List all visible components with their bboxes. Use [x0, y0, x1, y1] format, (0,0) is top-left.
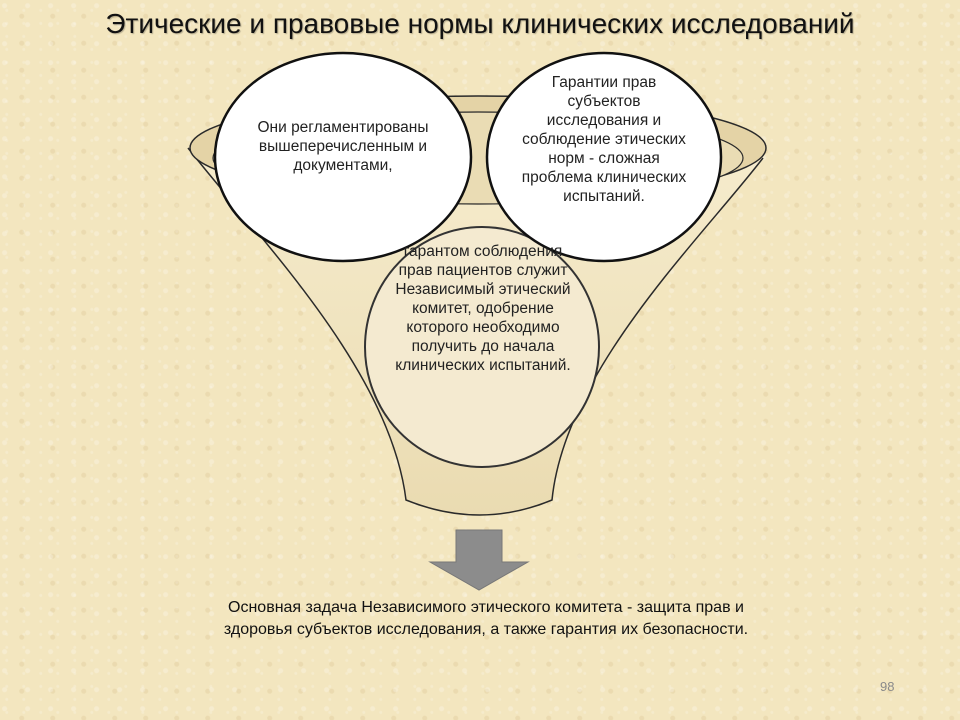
page-number: 98: [880, 679, 895, 694]
circle-right: [485, 51, 723, 263]
circle-center: [364, 226, 600, 468]
slide-title: Этические и правовые нормы клинических и…: [105, 8, 855, 39]
circle-center-text: гарантом соблюдения прав пациентов служи…: [395, 243, 571, 374]
main-task-text: Основная задача Независимого этического …: [223, 599, 749, 638]
down-arrow-icon: [428, 529, 530, 591]
circle-right-text: Гарантии прав субъектов исследования и с…: [521, 74, 687, 205]
circle-left: [213, 51, 473, 263]
circle-left-text: Они регламентированы вышеперечисленным и…: [257, 119, 429, 174]
